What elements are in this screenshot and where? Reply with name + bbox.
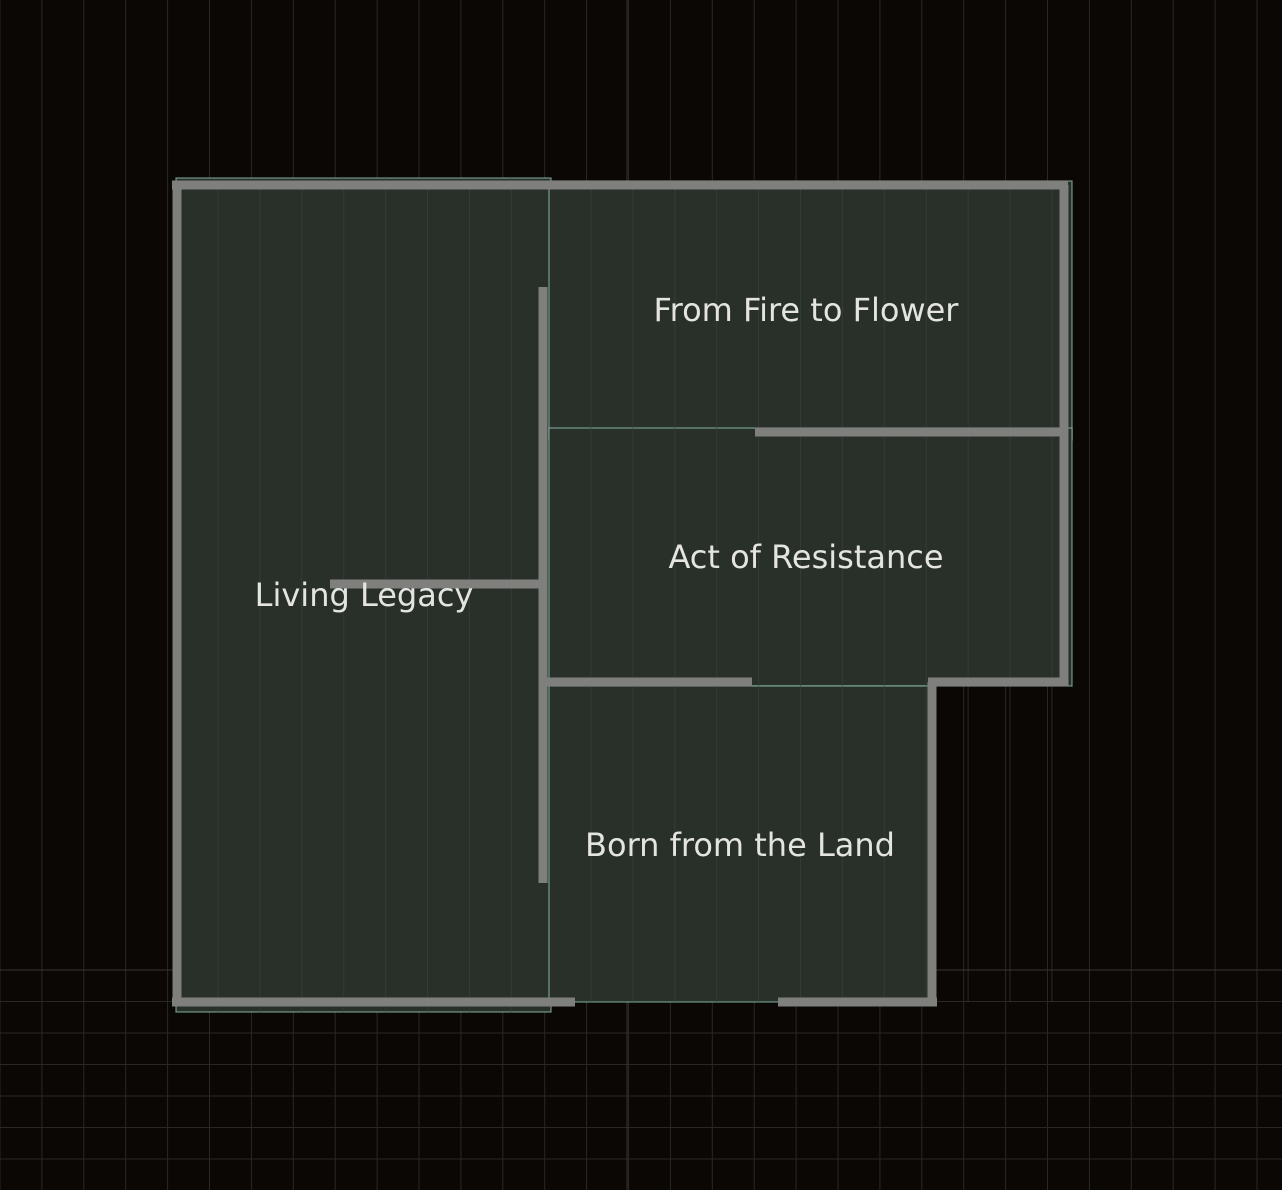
room-label-living-legacy: Living Legacy: [255, 576, 474, 614]
room-from-fire-to-flower[interactable]: [548, 180, 1073, 441]
room-labels: Living Legacy From Fire to Flower Act of…: [255, 291, 960, 864]
room-born-from-the-land[interactable]: [548, 685, 934, 1003]
room-label-from-fire-to-flower: From Fire to Flower: [654, 291, 960, 329]
room-living-legacy-area[interactable]: [175, 177, 552, 1013]
room-from-fire-to-flower-area[interactable]: [548, 180, 1073, 441]
room-label-born-from-the-land: Born from the Land: [585, 826, 895, 864]
walls-layer: [172, 180, 1069, 1007]
room-floor-texture: [217, 178, 1053, 1012]
rooms-layer: [175, 177, 1073, 1013]
room-born-from-the-land-area[interactable]: [548, 685, 934, 1003]
room-label-act-of-resistance: Act of Resistance: [668, 538, 943, 576]
room-living-legacy[interactable]: [175, 177, 552, 1013]
room-act-of-resistance-area[interactable]: [548, 427, 1073, 687]
room-act-of-resistance[interactable]: [548, 427, 1073, 687]
